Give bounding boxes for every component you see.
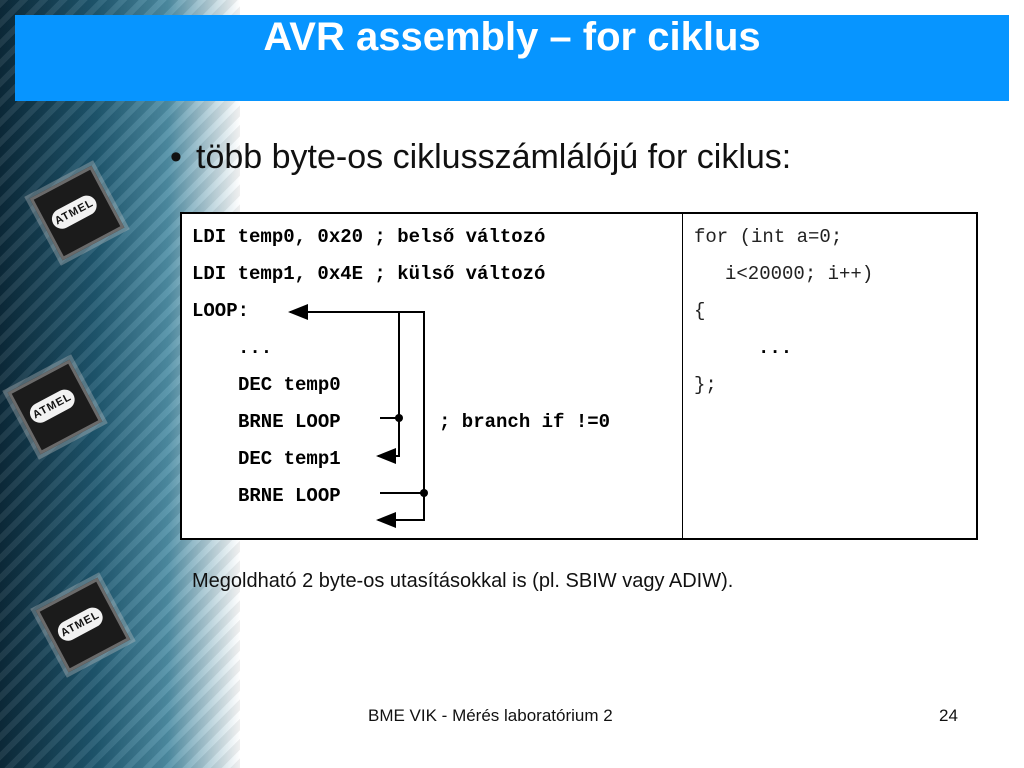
branch-dot: [395, 414, 403, 422]
bullet-text: több byte-os ciklusszámlálójú for ciklus…: [196, 138, 792, 176]
code-line: ...: [758, 337, 793, 359]
code-line: i<20000; i++): [725, 263, 874, 285]
branch-dot: [420, 489, 428, 497]
slide-title: AVR assembly – for ciklus: [263, 15, 761, 59]
code-line: DEC temp1: [238, 448, 341, 470]
page-number: 24: [939, 706, 958, 725]
code-line: for (int a=0;: [694, 226, 843, 248]
assembly-code-column: LDI temp0, 0x20 ; belső változó LDI temp…: [182, 214, 683, 538]
code-line: LDI temp0, 0x20 ; belső változó: [192, 226, 546, 248]
footer-text: BME VIK - Mérés laboratórium 2: [368, 706, 613, 725]
c-code-column: for (int a=0; i<20000; i++) { ... };: [683, 214, 976, 538]
code-line: BRNE LOOP: [238, 411, 341, 433]
code-line: LDI temp1, 0x4E ; külső változó: [192, 263, 546, 285]
inner-loop-arrow: [288, 304, 400, 419]
bullet-icon: •: [170, 138, 182, 176]
code-line: };: [694, 374, 717, 396]
code-line: ...: [238, 337, 273, 359]
code-comment: ; branch if !=0: [439, 411, 611, 433]
code-line: {: [694, 300, 706, 322]
code-line: LOOP:: [192, 300, 250, 322]
outer-loop-arrow: [380, 311, 425, 494]
code-table: LDI temp0, 0x20 ; belső változó LDI temp…: [180, 212, 978, 540]
exit-inner-arrow: [376, 418, 400, 464]
title-bar: AVR assembly – for ciklus: [15, 15, 1009, 101]
bullet-item: • több byte-os ciklusszámlálójú for ciklu…: [170, 138, 791, 177]
code-line: DEC temp0: [238, 374, 341, 396]
note-text: Megoldható 2 byte-os utasításokkal is (p…: [192, 570, 734, 592]
code-line: BRNE LOOP: [238, 485, 341, 507]
exit-outer-arrow: [376, 493, 425, 528]
